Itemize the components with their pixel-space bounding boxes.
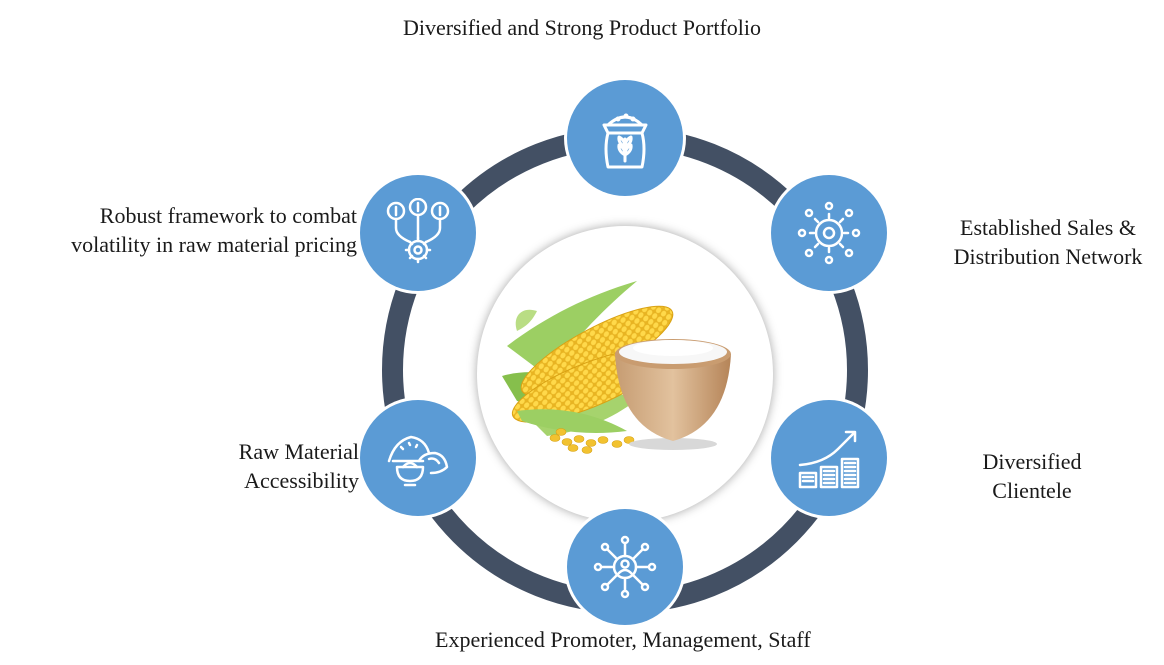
corn-starch-illustration	[502, 281, 731, 454]
label-pricing-framework-line1: Robust framework to combat	[99, 203, 357, 228]
label-promoter-management: Experienced Promoter, Management, Staff	[435, 627, 811, 652]
node-product-portfolio	[567, 80, 683, 196]
growth-chart-icon	[798, 430, 860, 489]
price-gear-icon	[386, 198, 450, 264]
label-clientele-line1: Diversified	[982, 449, 1082, 474]
label-pricing-framework: Robust framework to combat volatility in…	[0, 201, 357, 259]
label-clientele-line2: Clientele	[992, 478, 1072, 503]
label-clientele: Diversified Clientele	[932, 447, 1132, 505]
label-raw-material-line1: Raw Material	[238, 439, 359, 464]
label-sales-distribution-line2: Distribution Network	[953, 244, 1143, 269]
node-pricing-framework	[360, 175, 476, 291]
label-raw-material: Raw Material Accessibility	[0, 437, 359, 495]
people-network-icon	[593, 535, 657, 599]
label-raw-material-line2: Accessibility	[244, 468, 359, 493]
raw-material-heap-icon	[387, 435, 449, 487]
grain-sack-icon	[602, 113, 648, 169]
label-product-portfolio: Diversified and Strong Product Portfolio	[402, 15, 762, 40]
node-clientele	[771, 400, 887, 516]
label-pricing-framework-line2: volatility in raw material pricing	[71, 232, 357, 257]
node-raw-material	[360, 400, 476, 516]
center-image-corn-starch	[477, 226, 773, 522]
label-sales-distribution-line1: Established Sales &	[960, 215, 1136, 240]
node-promoter-management	[567, 509, 683, 625]
label-sales-distribution: Established Sales & Distribution Network	[932, 213, 1164, 271]
network-gear-icon	[797, 201, 861, 265]
node-sales-distribution	[771, 175, 887, 291]
